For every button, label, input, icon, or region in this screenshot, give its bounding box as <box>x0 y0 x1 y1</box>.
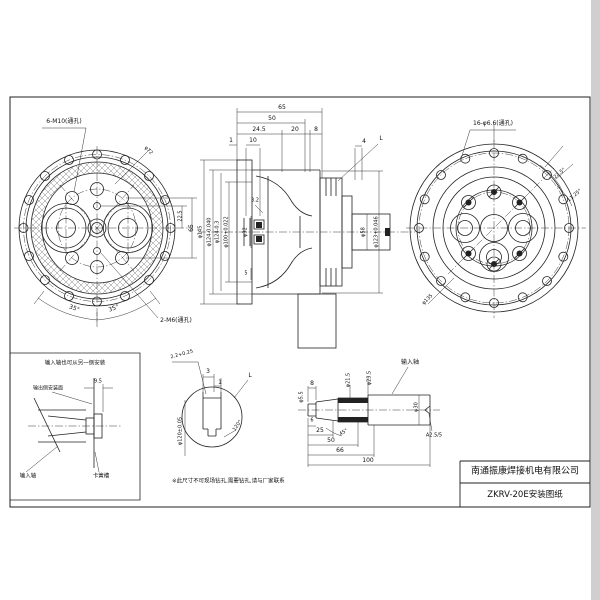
sec-dim-8: 8 <box>314 126 318 133</box>
sec-dim-4: 4 <box>362 138 366 145</box>
detail-l-groove-dim: 2.2+0.25 <box>169 348 194 361</box>
detail-l-dia-120: φ120±0.05 <box>177 416 184 446</box>
install-box-ring-label: 卡簧槽 <box>92 473 110 480</box>
left-angle-left: 35° <box>67 303 81 314</box>
install-box-face-label: 输出侧安装面 <box>32 385 64 392</box>
detail-l-dim-3: 3 <box>206 368 210 375</box>
sec-roughness-3-2: 3.2 <box>251 197 259 204</box>
sec-dia-123: φ123+0.046 <box>373 216 380 248</box>
is-dim-25: 25 <box>316 427 324 434</box>
is-center-hole-spec: A2.5/5 <box>425 432 443 439</box>
sec-dim-50: 50 <box>268 115 276 122</box>
left-pitch-dia-label: φ72 <box>142 145 154 157</box>
sec-dia-32: φ32 <box>242 227 249 237</box>
detail-l-dims <box>172 361 249 456</box>
right-flange-view <box>406 124 586 318</box>
is-dim-66: 66 <box>336 447 344 454</box>
install-box-dim-9-5: 9.5 <box>94 378 102 385</box>
sec-dia-124-tol: φ124-0.040 <box>206 217 213 247</box>
sec-dim-10: 10 <box>249 137 257 144</box>
sec-dia-124-3: φ124-0.3 <box>214 220 221 244</box>
drilling-note: ※此尺寸不可现场钻孔,需要钻孔,请与厂家联系 <box>172 478 285 485</box>
left-m6-holes-label: 2-M6(通孔) <box>160 317 192 324</box>
right-angle-11-25: 11.25° <box>566 187 584 204</box>
sec-dia-100: φ100+0.022 <box>223 216 230 248</box>
left-dim-65: 65 <box>188 224 195 232</box>
input-shaft-label: 输入轴 <box>400 359 420 366</box>
center-hole-mark <box>424 405 431 415</box>
sec-dim-1: 1 <box>229 137 233 144</box>
install-box-dims <box>25 384 113 473</box>
install-box-title: 输入轴也可从另一侧安装 <box>44 360 106 367</box>
title-block-drawing-name: ZKRV-20E安装图纸 <box>487 489 563 500</box>
detail-l-angle-120: 120° <box>231 419 244 433</box>
is-dia-21-5: φ21.5 <box>345 372 352 388</box>
right-dim-lines <box>427 124 574 305</box>
pinion-teeth-bottom <box>338 417 368 422</box>
is-dia-5-5: φ5.5 <box>298 391 305 403</box>
left-centerlines <box>14 146 193 322</box>
is-dim-100: 100 <box>362 457 374 464</box>
is-dim-50: 50 <box>327 437 335 444</box>
section-view <box>198 108 415 349</box>
pinion-teeth-top <box>338 398 368 403</box>
is-dim-8: 8 <box>310 380 314 387</box>
left-flange-view <box>14 127 197 327</box>
left-dim-22-5: 22.5 <box>177 210 184 222</box>
detail-l-dim-1: 1 <box>218 379 222 386</box>
sec-detail-ref: L <box>379 135 383 142</box>
right-dia-135-label: φ135 <box>420 292 435 307</box>
right-centerlines <box>406 140 586 318</box>
input-shaft-view <box>298 366 440 467</box>
left-dim-lines <box>33 127 197 327</box>
is-dia-30: φ30 <box>413 402 420 412</box>
detail-l-view <box>172 361 249 456</box>
sec-dim-5: 5 <box>244 270 248 277</box>
sec-dia-145: φ145 <box>197 225 204 239</box>
sec-dim-20: 20 <box>291 126 299 133</box>
is-dia-23-5: φ23.5 <box>366 370 373 386</box>
sec-dia-58: φ58 <box>360 227 367 237</box>
sheet-frame <box>9 96 591 508</box>
l-groove-lines <box>325 178 337 286</box>
detail-l-ref: L <box>248 372 252 379</box>
page-edge-band <box>591 0 600 600</box>
install-note-box <box>10 352 141 501</box>
install-box-shaft-label: 输入轴 <box>19 473 37 480</box>
section-dim-lines <box>200 108 383 305</box>
input-shaft-dims <box>307 366 433 467</box>
is-angle-45: 45° <box>338 427 350 438</box>
is-dim-6: 6 <box>310 417 314 424</box>
right-bolt-holes-label: 16-φ6.6(通孔) <box>473 120 513 127</box>
title-block-company: 南通振康焊接机电有限公司 <box>470 466 580 477</box>
sec-dim-24-5: 24.5 <box>252 126 266 133</box>
right-angle-22-5: 22.5° <box>552 166 567 181</box>
left-angle-right: 35° <box>107 303 121 314</box>
title-block-lines <box>459 460 590 507</box>
left-bolt-holes-label: 6-M10(通孔) <box>46 118 82 125</box>
sec-dim-65: 65 <box>278 104 286 111</box>
